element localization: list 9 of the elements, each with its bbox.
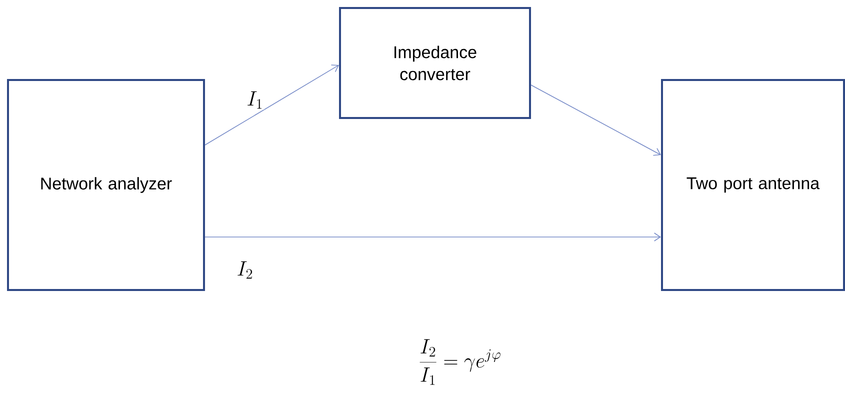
equation: $\frac{I_2}{I_1} = \gamma e^{j\varphi}$ — [420, 339, 500, 385]
arrow — [204, 64, 339, 146]
edge-label: $I_2$ — [236, 260, 254, 280]
edge-label: $I_1$ — [246, 90, 264, 110]
arrow — [204, 232, 662, 242]
process-box: Impedance converter — [339, 7, 531, 119]
process-box: Two port antenna — [661, 79, 845, 291]
process-box: Network analyzer — [7, 79, 205, 291]
arrow — [530, 84, 662, 156]
